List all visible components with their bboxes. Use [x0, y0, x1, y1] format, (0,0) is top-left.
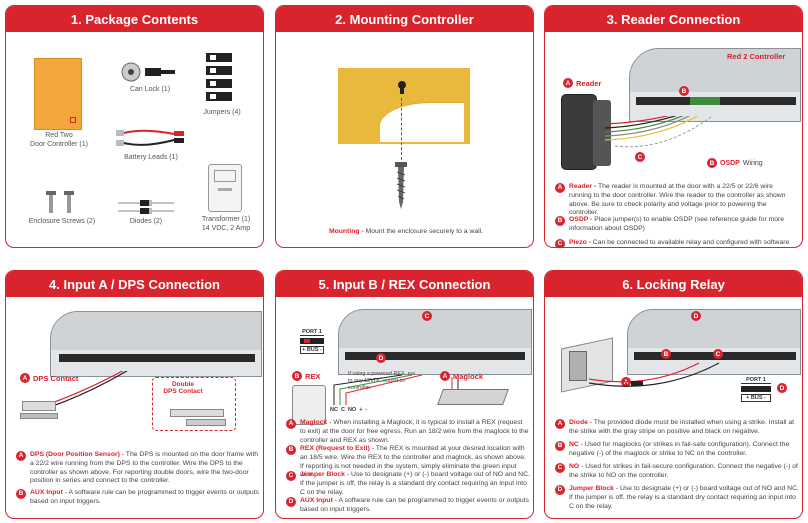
diodes-caption: Diodes (2) [129, 218, 163, 225]
controller-board [50, 311, 262, 377]
reader-base [593, 100, 611, 166]
panel-reader-connection: 3. Reader Connection Red 2 Controller A … [544, 5, 803, 248]
battery-leads-icon [116, 129, 184, 146]
port-header: PORT 1 + BUS - [300, 329, 324, 354]
wall-tear [380, 102, 464, 142]
powered-rex-note: If using a powered REX, run to any 12VDC… [348, 371, 416, 391]
badge-d-port: D [777, 383, 787, 393]
badge-d: D [691, 311, 701, 321]
dps-note-a: A DPS (Door Position Sensor) - The DPS i… [16, 451, 260, 486]
can-lock-icon [121, 62, 175, 82]
dps-contact-sensor [22, 401, 56, 411]
double-dps-sensor-2 [186, 419, 226, 426]
jumpers-icon [206, 53, 232, 105]
rex-note-b: B REX (Request to Exit) - The REX is mou… [286, 445, 530, 480]
transformer-icon [208, 164, 242, 212]
panel-title: 6. Locking Relay [545, 271, 802, 297]
badge-c: C [713, 349, 723, 359]
reader-note-b: B OSDP - Place jumper(s) to enable OSDP … [555, 216, 795, 234]
panel-input-b-rex: 5. Input B / REX Connection PORT 1 + BUS… [275, 270, 534, 519]
keyhole-icon [398, 81, 406, 94]
dps-note-b: B AUX Input - A software rule can be pro… [16, 489, 260, 507]
controller-caption: Red Two Door Controller (1) [30, 132, 88, 148]
panel-locking-relay: 6. Locking Relay D B C A PORT 1 + BUS - … [544, 270, 803, 519]
reader-device [561, 94, 597, 170]
reader-label: A Reader [563, 78, 601, 88]
dps-contact-magnet [20, 413, 58, 419]
port-header: PORT 1 + BUS - [741, 377, 771, 402]
double-dps-label: Double DPS Contact [163, 381, 203, 395]
controller-board [629, 48, 801, 122]
rex-label: B REX [292, 371, 320, 381]
relay-note-a: A Diode - The provided diode must be ins… [555, 419, 799, 437]
badge-d: D [376, 353, 386, 363]
mounting-label: Mounting - [328, 228, 364, 235]
maglock-label: A Maglock [440, 371, 483, 381]
relay-wiring [589, 362, 720, 387]
strike-body [569, 351, 587, 381]
badge-a: A [563, 78, 573, 88]
rex-device [292, 385, 326, 425]
rex-note-d: D AUX Input - A software rule can be pro… [286, 497, 530, 515]
dps-contact-label: A DPS Contact [20, 373, 78, 383]
can-lock-caption: Can Lock (1) [129, 86, 171, 93]
jumpers-caption: Jumpers (4) [203, 109, 241, 116]
diodes-icon [118, 200, 174, 214]
relay-note-c: C NO - Used for strikes in fail-secure c… [555, 463, 799, 481]
panel-mounting-controller: 2. Mounting Controller Mounting - Mount … [275, 5, 534, 248]
controller-label: Red 2 Controller [727, 52, 786, 61]
battery-caption: Battery Leads (1) [124, 154, 178, 161]
mounting-screw-icon [395, 162, 407, 209]
mounting-text: Mount the enclosure securely to a wall. [365, 228, 484, 235]
reader-note-a: A Reader - The reader is mounted at the … [555, 183, 795, 218]
reader-wiring [605, 116, 714, 148]
screws-icon [46, 191, 74, 213]
badge-c: C [422, 311, 432, 321]
relay-note-b: B NC - Used for maglocks (or strikes in … [555, 441, 799, 459]
controller-box-illustration [34, 58, 82, 130]
rex-note-a: A Maglock - When installing a Maglock, i… [286, 419, 530, 445]
relay-note-d: D Jumper Block - Use to designate (+) or… [555, 485, 799, 511]
mounting-guide-line [401, 98, 402, 160]
double-dps-box [152, 377, 236, 431]
osdp-wiring-label: B OSDP Wiring [707, 158, 763, 168]
reader-note-c: C Piezo - Can be connected to available … [555, 239, 795, 247]
panel-title: 4. Input A / DPS Connection [6, 271, 263, 297]
panel-title: 1. Package Contents [6, 6, 263, 32]
panel-package-contents: 1. Package Contents Red Two Door Control… [5, 5, 264, 248]
panel-title: 2. Mounting Controller [276, 6, 533, 32]
mounting-instruction: Mounting - Mount the enclosure securely … [296, 228, 516, 235]
transformer-caption: Transformer (1) 14 VDC, 2 Amp [201, 216, 251, 232]
controller-board [338, 309, 532, 375]
screws-caption: Enclosure Screws (2) [28, 218, 96, 225]
badge-b: B [661, 349, 671, 359]
rex-note-c: C Jumper Block - Use to designate (+) or… [286, 471, 530, 497]
maglock-device [437, 389, 509, 405]
panel-title: 5. Input B / REX Connection [276, 271, 533, 297]
badge-c: C [635, 152, 645, 162]
badge-b: B [679, 86, 689, 96]
panel-input-a-dps: 4. Input A / DPS Connection A DPS Contac… [5, 270, 264, 519]
double-dps-sensor [170, 409, 224, 417]
panel-title: 3. Reader Connection [545, 6, 802, 32]
